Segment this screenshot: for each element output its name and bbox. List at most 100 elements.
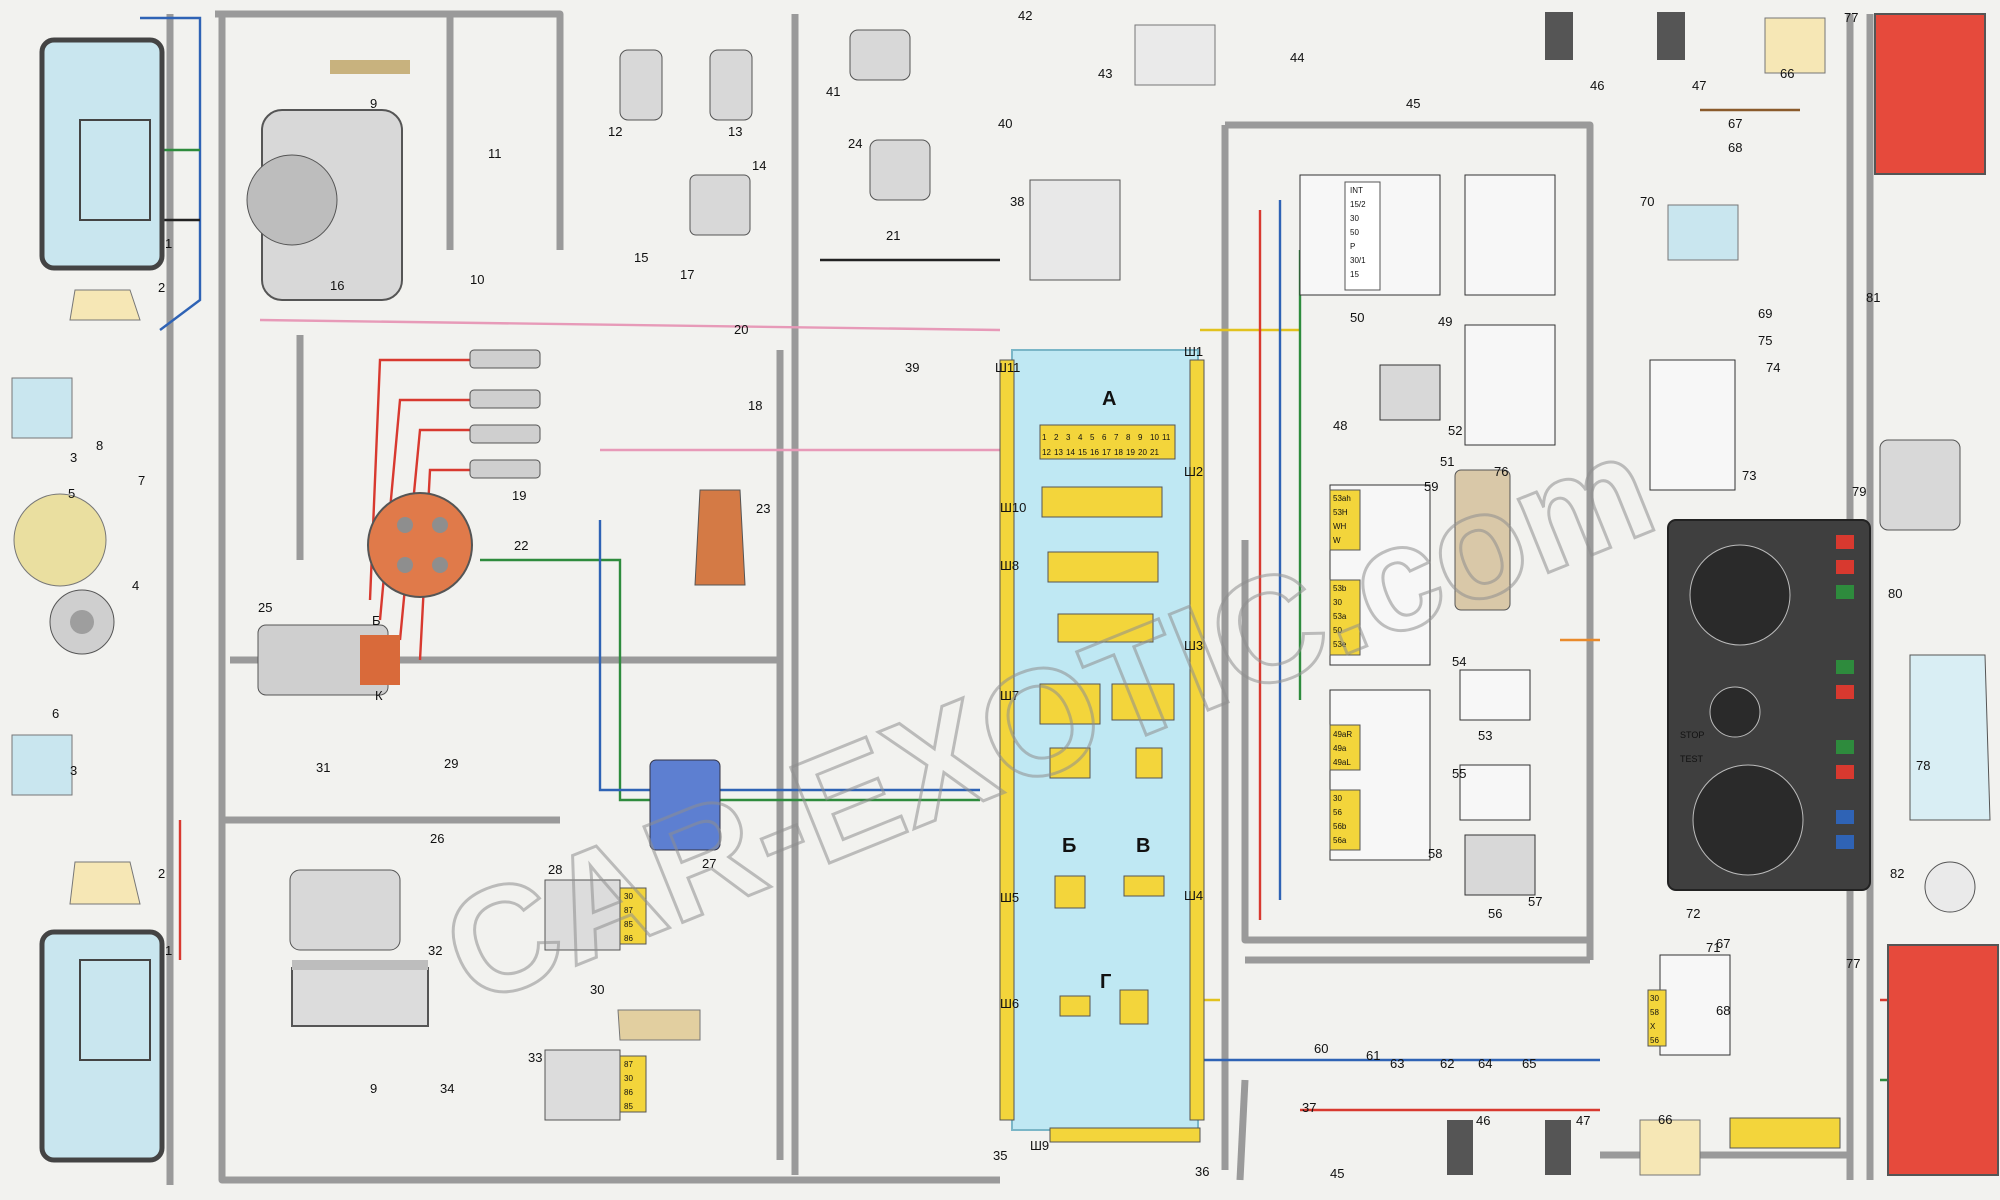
- terminal-label: 87: [624, 1060, 633, 1069]
- pin-number: 12: [1042, 448, 1051, 457]
- component-number-label: 47: [1576, 1113, 1590, 1128]
- component-number-label: 36: [1195, 1164, 1209, 1179]
- block-group-G: Г: [1100, 971, 1111, 993]
- block-group-V: В: [1136, 835, 1150, 857]
- component-number-label: 27: [702, 856, 716, 871]
- cluster-stop-label: STOP: [1680, 730, 1704, 740]
- fuse-block-body: [1011, 349, 1199, 1131]
- starter: [289, 869, 401, 951]
- component-number-label: 4: [132, 578, 139, 593]
- component-number-label: 68: [1716, 1003, 1730, 1018]
- component-number-label: 31: [316, 760, 330, 775]
- spark-plug: [469, 424, 541, 444]
- pin-number: 13: [1054, 448, 1063, 457]
- pin-number: 15: [1078, 448, 1087, 457]
- heater-switch: [694, 489, 746, 586]
- component-number-label: 53: [1478, 728, 1492, 743]
- pin-number: 19: [1126, 448, 1135, 457]
- lock-actuator: [1545, 1120, 1571, 1175]
- component-number-label: 34: [440, 1081, 454, 1096]
- block-group-A: А: [1102, 388, 1116, 410]
- idle-valve: [689, 174, 751, 236]
- component-number-label: 62: [1440, 1056, 1454, 1071]
- distributor-terminal: [432, 557, 448, 573]
- terminal-label: 30: [1333, 598, 1342, 607]
- component-number-label: 10: [470, 272, 484, 287]
- connector-strip-left: [999, 359, 1015, 1121]
- component-number-label: 72: [1686, 906, 1700, 921]
- block-group-B: Б: [1062, 835, 1076, 857]
- sh-label: Ш2: [1184, 464, 1203, 479]
- component-number-label: 80: [1888, 586, 1902, 601]
- fog-lamp-top: [69, 289, 141, 321]
- component-number-label: 2: [158, 866, 165, 881]
- component-number-label: 9: [370, 96, 377, 111]
- terminal-label: 53b: [1333, 584, 1347, 593]
- horn-relay-38: [1029, 179, 1121, 281]
- component-number-label: 42: [1018, 8, 1032, 23]
- terminal-labels: 30 87 85 86 87 30 86 85 INT 15/2 30 50 P…: [619, 181, 1667, 1113]
- sh-label: Ш4: [1184, 888, 1203, 903]
- component-number-label: 18: [748, 398, 762, 413]
- electronic-module: [649, 759, 721, 851]
- component-number-label: 74: [1766, 360, 1780, 375]
- door-switch-70: [1667, 204, 1739, 261]
- terminal-label: 56a: [1333, 836, 1347, 845]
- component-number-label: 8: [96, 438, 103, 453]
- component-number-label: 6: [52, 706, 59, 721]
- sh-label: Ш10: [1000, 500, 1026, 515]
- component-number-label: 39: [905, 360, 919, 375]
- connector-strip-right: [1189, 359, 1205, 1121]
- pin-number: 20: [1138, 448, 1147, 457]
- pin-number: 8: [1126, 433, 1131, 442]
- component-number-label: 3: [70, 450, 77, 465]
- terminal-label: 56: [1333, 808, 1342, 817]
- component-number-label: 68: [1728, 140, 1742, 155]
- pin-number: 1: [1042, 433, 1047, 442]
- relay-panel-51: [1464, 324, 1556, 446]
- terminal-label: 30: [624, 1074, 633, 1083]
- pin-number: 11: [1162, 433, 1171, 442]
- fuse-sockets: [1039, 424, 1176, 1025]
- component-number-label: 48: [1333, 418, 1347, 433]
- component-number-label: 13: [728, 124, 742, 139]
- terminal-label: 50: [1333, 626, 1342, 635]
- side-repeater-top: [11, 377, 73, 439]
- component-number-label: 54: [1452, 654, 1466, 669]
- component-number-label: 82: [1890, 866, 1904, 881]
- component-number-label: 21: [886, 228, 900, 243]
- terminal-label: 56: [1650, 1036, 1659, 1045]
- harness-trunks: [166, 10, 1874, 1185]
- component-number-label: 16: [330, 278, 344, 293]
- cooling-fan: [13, 493, 107, 587]
- terminal-label: 15: [1350, 270, 1359, 279]
- connector-33: 87 30 86 85: [619, 1055, 647, 1113]
- distributor-cap: [367, 492, 473, 598]
- terminal-label: 49a: [1333, 744, 1347, 753]
- component-number-label: 67: [1728, 116, 1742, 131]
- spark-plug: [469, 389, 541, 409]
- component-number-label: 65: [1522, 1056, 1536, 1071]
- pin-number: 4: [1078, 433, 1083, 442]
- pin-number: 16: [1090, 448, 1099, 457]
- speedometer: [1692, 764, 1804, 876]
- terminal-label: 50: [1350, 228, 1359, 237]
- component-number-label: 58: [1428, 846, 1442, 861]
- horn-inner: [70, 610, 94, 634]
- component-number-label: 50: [1350, 310, 1364, 325]
- pin-number: 14: [1066, 448, 1075, 457]
- rear-wiper-motor: [1879, 439, 1961, 531]
- heater-fan-motor: [849, 29, 911, 81]
- component-number-label: 1: [165, 943, 172, 958]
- component-number-label: 24: [848, 136, 862, 151]
- ignition-switch-terminals: INT 15/2 30 50 P 30/1 15: [1344, 181, 1381, 291]
- component-number-label: 71: [1706, 940, 1720, 955]
- terminal-label: X: [1650, 1022, 1656, 1031]
- terminal-label: 56b: [1333, 822, 1347, 831]
- component-number-label: 56: [1488, 906, 1502, 921]
- left-front-components: [11, 37, 165, 1163]
- component-number-label: 20: [734, 322, 748, 337]
